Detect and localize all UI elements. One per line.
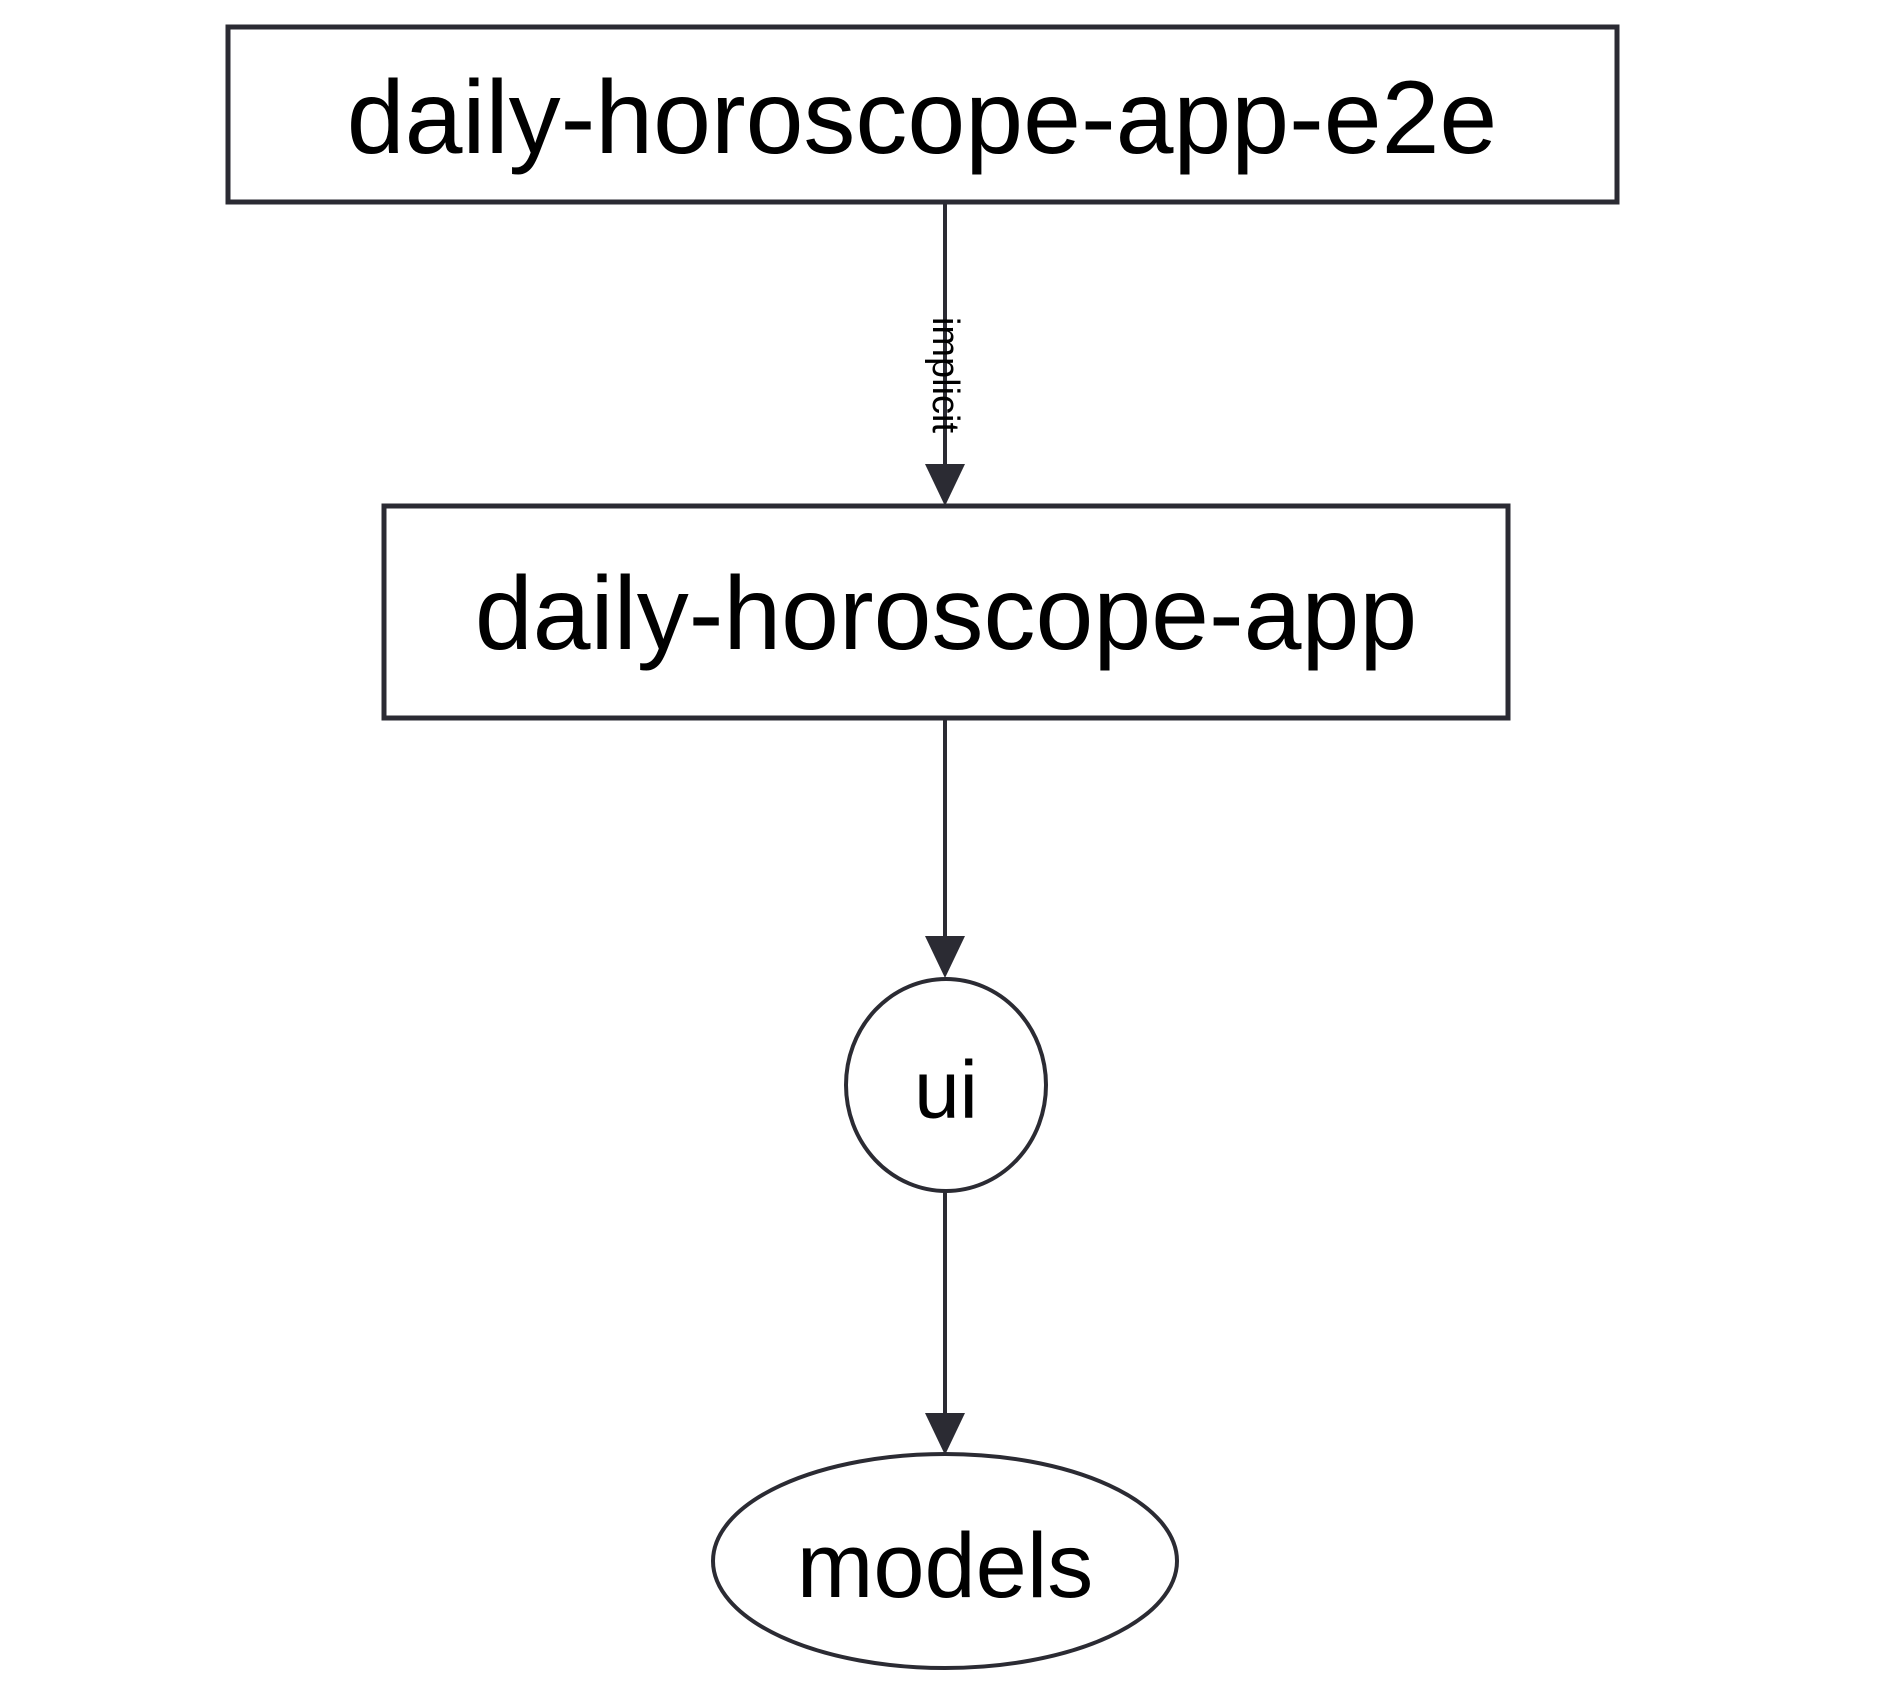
edge-e2e-to-app[interactable]: implicit <box>924 203 966 506</box>
edge-app-to-ui[interactable] <box>925 719 965 978</box>
node-models-shape <box>711 1452 1179 1670</box>
node-ui-shape <box>844 977 1048 1193</box>
node-models[interactable]: models <box>711 1452 1179 1670</box>
node-daily-horoscope-app-e2e-label: daily-horoscope-app-e2e <box>347 60 1498 176</box>
node-daily-horoscope-app[interactable]: daily-horoscope-app <box>381 503 1511 721</box>
node-daily-horoscope-app-e2e[interactable]: daily-horoscope-app-e2e <box>225 24 1620 205</box>
edge-ui-to-models[interactable] <box>925 1192 965 1455</box>
edge-e2e-to-app-arrowhead <box>925 464 965 506</box>
edge-label-implicit: implicit <box>924 317 966 434</box>
node-ui[interactable]: ui <box>844 977 1048 1193</box>
edge-ui-to-models-arrowhead <box>925 1413 965 1455</box>
node-daily-horoscope-app-e2e-shape <box>225 24 1620 205</box>
edge-app-to-ui-arrowhead <box>925 936 965 978</box>
node-daily-horoscope-app-shape <box>381 503 1511 721</box>
node-daily-horoscope-app-label: daily-horoscope-app <box>475 556 1417 672</box>
node-models-label: models <box>797 1515 1094 1617</box>
node-ui-label: ui <box>914 1045 978 1136</box>
